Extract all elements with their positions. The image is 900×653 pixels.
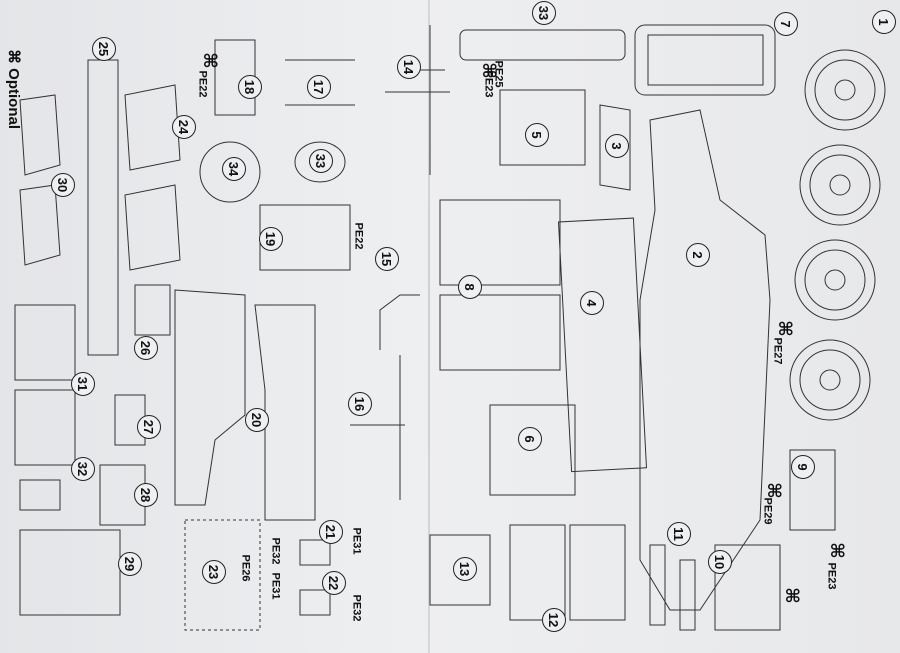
part-label-33-bumper: 33 bbox=[532, 1, 556, 25]
part-30b bbox=[19, 184, 61, 266]
part-label-19: 19 bbox=[259, 227, 283, 251]
grille-part bbox=[634, 24, 776, 96]
part-label-2: 2 bbox=[686, 243, 710, 267]
pe-label-27: PE27 bbox=[771, 337, 784, 365]
part-3 bbox=[599, 104, 631, 191]
axle-part-16 bbox=[350, 355, 405, 500]
part-9 bbox=[789, 449, 836, 531]
frame-part-6 bbox=[489, 404, 576, 496]
part-label-30: 30 bbox=[51, 173, 75, 197]
pe-label-31b: PE31 bbox=[269, 572, 282, 600]
pe-label-23a: PE23 bbox=[482, 70, 495, 98]
part-label-5: 5 bbox=[525, 123, 549, 147]
part-label-26: 26 bbox=[134, 336, 158, 360]
part-24a bbox=[124, 84, 181, 171]
part-label-28: 28 bbox=[134, 483, 158, 507]
part-label-34: 34 bbox=[222, 157, 246, 181]
part-label-6: 6 bbox=[518, 427, 542, 451]
part-label-15: 15 bbox=[375, 247, 399, 271]
part-label-16: 16 bbox=[348, 392, 372, 416]
part-32a bbox=[14, 389, 76, 466]
panel-part-4 bbox=[557, 217, 648, 473]
part-label-27: 27 bbox=[137, 415, 161, 439]
pe-label-26: PE26 bbox=[239, 554, 252, 582]
part-label-23: 23 bbox=[202, 560, 226, 584]
part-label-20: 20 bbox=[245, 408, 269, 432]
axle-part-14 bbox=[385, 25, 450, 175]
part-22 bbox=[299, 589, 331, 616]
wheel-3 bbox=[794, 239, 876, 321]
part-label-4: 4 bbox=[580, 291, 604, 315]
part-25 bbox=[87, 59, 119, 356]
pe-label-29: PE29 bbox=[761, 497, 774, 525]
part-34 bbox=[199, 141, 261, 203]
command-symbol-icon: ⌘ bbox=[825, 542, 847, 559]
part-11b bbox=[679, 559, 696, 631]
part-label-29: 29 bbox=[118, 552, 142, 576]
bumper-part bbox=[459, 29, 626, 61]
part-label-25: 25 bbox=[92, 37, 116, 61]
optional-legend: ⌘ Optional bbox=[5, 49, 22, 129]
part-label-14: 14 bbox=[397, 55, 421, 79]
part-32b bbox=[19, 479, 61, 511]
panel-part-12b bbox=[569, 524, 626, 621]
pe-label-23b: PE23 bbox=[825, 562, 838, 590]
command-symbol-icon: ⌘ bbox=[773, 320, 795, 337]
part-label-18: 18 bbox=[238, 75, 262, 99]
part-23 bbox=[184, 519, 261, 631]
part-label-11: 11 bbox=[667, 522, 691, 546]
part-26 bbox=[134, 284, 171, 336]
door-part-8b bbox=[439, 294, 561, 371]
pe-label-32a: PE32 bbox=[269, 537, 282, 565]
part-label-32: 32 bbox=[71, 457, 95, 481]
pe-label-31a: PE31 bbox=[350, 527, 363, 555]
part-11a bbox=[649, 544, 666, 626]
command-symbol-icon: ⌘ bbox=[198, 52, 220, 69]
part-label-33-small: 33 bbox=[309, 149, 333, 173]
wheel-2 bbox=[799, 144, 881, 226]
part-label-1: 1 bbox=[872, 10, 896, 34]
part-17 bbox=[285, 59, 355, 106]
door-part-8a bbox=[439, 199, 561, 286]
part-label-9: 9 bbox=[791, 455, 815, 479]
part-label-13: 13 bbox=[453, 557, 477, 581]
part-label-10: 10 bbox=[708, 550, 732, 574]
part-label-31: 31 bbox=[71, 372, 95, 396]
part-label-24: 24 bbox=[172, 115, 196, 139]
part-33b bbox=[294, 141, 346, 183]
exhaust-part-15 bbox=[379, 294, 420, 350]
part-label-7: 7 bbox=[774, 12, 798, 36]
panel-part-12a bbox=[509, 524, 566, 621]
part-29 bbox=[19, 529, 121, 616]
pe-label-32b: PE32 bbox=[350, 594, 363, 622]
part-label-17: 17 bbox=[307, 75, 331, 99]
pe-label-22a: PE22 bbox=[196, 70, 209, 98]
part-20 bbox=[174, 289, 246, 506]
part-30a bbox=[19, 94, 61, 176]
part-label-21: 21 bbox=[319, 520, 343, 544]
part-24b bbox=[124, 184, 181, 271]
panel-part-13 bbox=[429, 534, 491, 606]
part-label-8: 8 bbox=[458, 275, 482, 299]
part-31 bbox=[14, 304, 76, 381]
wheel-1 bbox=[804, 49, 886, 131]
pe-label-22b: PE22 bbox=[352, 222, 365, 250]
hull-part-2 bbox=[639, 109, 771, 611]
part-20b bbox=[254, 304, 316, 521]
command-symbol-icon: ⌘ bbox=[762, 482, 784, 499]
part-label-22: 22 bbox=[322, 571, 346, 595]
page-fold bbox=[428, 0, 430, 653]
part-label-12: 12 bbox=[542, 608, 566, 632]
part-10 bbox=[714, 544, 781, 631]
frame-part-5 bbox=[499, 89, 586, 166]
command-symbol-icon: ⌘ bbox=[780, 587, 802, 604]
part-21 bbox=[299, 539, 331, 566]
part-label-3: 3 bbox=[605, 134, 629, 158]
wheel-4 bbox=[789, 339, 871, 421]
